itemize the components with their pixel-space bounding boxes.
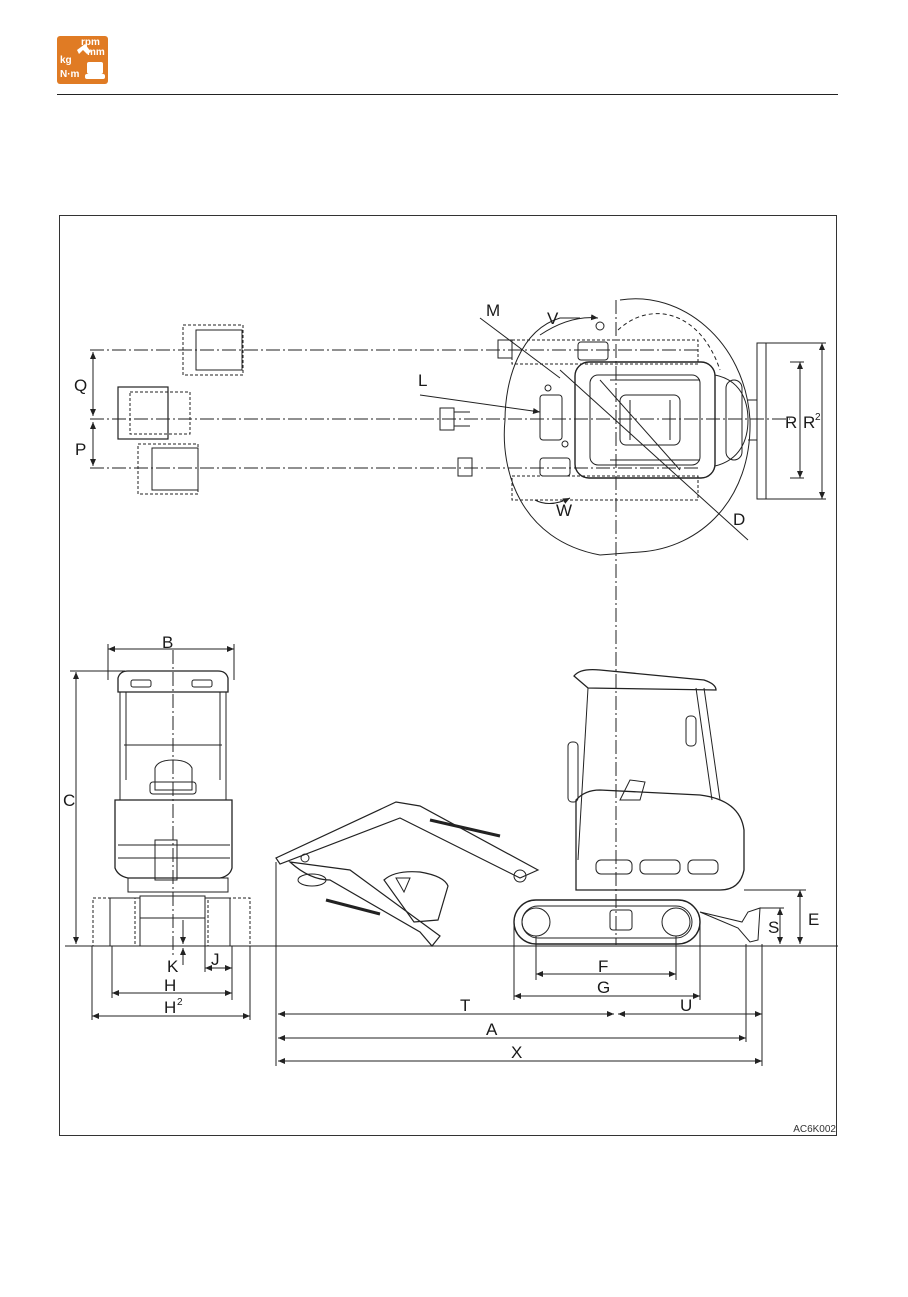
label-w: W: [556, 501, 572, 520]
label-q: Q: [74, 376, 87, 395]
label-s: S: [768, 918, 779, 937]
label-x: X: [511, 1043, 522, 1062]
label-u: U: [680, 996, 692, 1015]
label-l: L: [418, 371, 427, 390]
logo-nm-text: N·m: [60, 69, 80, 80]
label-c: C: [63, 791, 75, 810]
label-a: A: [486, 1020, 498, 1039]
units-logo-icon: rpm mm kg N·m: [57, 36, 108, 84]
label-f: F: [598, 957, 608, 976]
label-r2-superscript: 2: [815, 412, 821, 423]
machine-silhouette-icon: [77, 44, 105, 79]
logo-rpm-text: rpm: [81, 37, 100, 48]
label-t: T: [460, 996, 470, 1015]
label-k: K: [167, 957, 179, 976]
label-h2-superscript: 2: [177, 997, 183, 1008]
label-d: D: [733, 510, 745, 529]
top-view: [90, 298, 826, 945]
label-e: E: [808, 910, 819, 929]
label-v: V: [547, 309, 559, 328]
label-r2: R: [803, 413, 815, 432]
label-r: R: [785, 413, 797, 432]
front-view: [65, 644, 838, 1020]
label-h: H: [164, 976, 176, 995]
diagram-frame: [59, 215, 837, 1136]
label-b: B: [162, 633, 173, 652]
logo-mm-text: mm: [87, 47, 105, 58]
label-m: M: [486, 301, 500, 320]
label-g: G: [597, 978, 610, 997]
figure-code: AC6K002: [793, 1124, 836, 1135]
side-view: [275, 668, 806, 1066]
label-j: J: [211, 950, 220, 969]
logo-kg-text: kg: [60, 55, 72, 66]
header-rule: [57, 94, 838, 95]
label-p: P: [75, 440, 86, 459]
label-h2: H: [164, 998, 176, 1017]
